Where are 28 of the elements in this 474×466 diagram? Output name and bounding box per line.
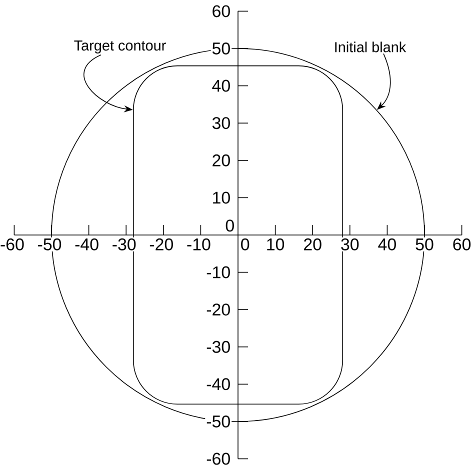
tick-label: 10 xyxy=(210,190,232,205)
tick-label: -60 xyxy=(0,237,26,252)
tick-label: 30 xyxy=(340,237,360,252)
tick-label: -10 xyxy=(205,265,232,280)
tick-label: -60 xyxy=(205,452,232,466)
tick-label: 20 xyxy=(302,237,324,252)
tick-label: 60 xyxy=(451,237,472,252)
tick-label: 0 xyxy=(239,237,251,252)
tick-label: 30 xyxy=(210,116,232,130)
tick-label: -30 xyxy=(205,340,232,354)
tick-label: 0 xyxy=(224,218,236,233)
tick-label: 10 xyxy=(264,237,286,252)
tick-label: -30 xyxy=(110,237,138,252)
tick-label: -20 xyxy=(205,302,232,317)
tick-label: -40 xyxy=(74,237,100,252)
tick-label: 60 xyxy=(210,4,232,18)
callout-text: Initial blank xyxy=(335,42,406,52)
tick-label: -50 xyxy=(36,237,63,252)
tick-label: -40 xyxy=(205,377,232,392)
tick-label: 40 xyxy=(376,237,398,252)
tick-label: 40 xyxy=(210,78,232,93)
tick-label: 50 xyxy=(414,237,435,252)
tick-label: -50 xyxy=(205,414,232,428)
tick-label: 50 xyxy=(210,42,232,56)
callout-text: Target contour xyxy=(74,40,166,54)
tick-label: -10 xyxy=(185,237,212,252)
tick-label: -20 xyxy=(148,237,175,252)
tick-label: 20 xyxy=(210,153,232,168)
